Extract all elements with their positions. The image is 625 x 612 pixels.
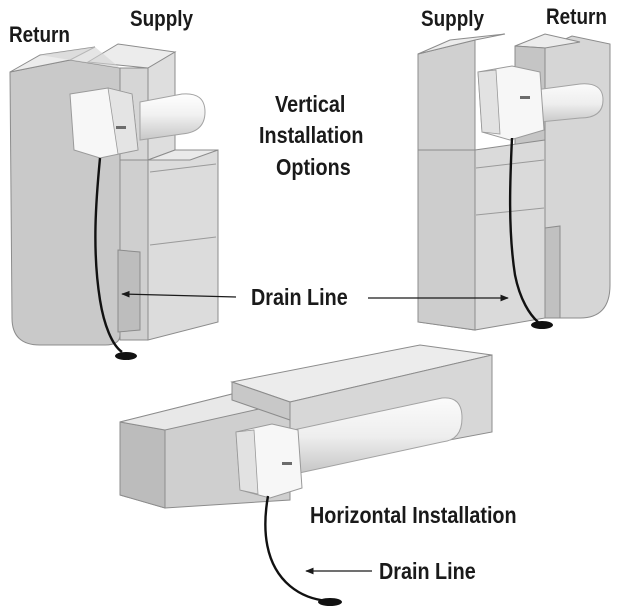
horizontal-installation-label: Horizontal Installation bbox=[310, 502, 517, 528]
right-drain-puddle bbox=[531, 321, 553, 329]
right-humidifier-unit bbox=[477, 65, 604, 141]
horizontal-humidifier-unit bbox=[235, 397, 463, 499]
right-supply-label: Supply bbox=[421, 6, 485, 31]
horizontal-drain-line bbox=[264, 495, 329, 603]
left-drain-line bbox=[94, 157, 123, 353]
left-drain-puddle bbox=[115, 352, 137, 360]
drain-line-label-bottom: Drain Line bbox=[379, 558, 476, 584]
right-drain-line bbox=[508, 137, 539, 323]
drain-line-label-top: Drain Line bbox=[251, 284, 348, 310]
left-return-label: Return bbox=[9, 22, 70, 47]
right-return-label: Return bbox=[546, 4, 607, 29]
vertical-title-line1: Vertical bbox=[275, 91, 346, 117]
left-humidifier-unit bbox=[69, 87, 206, 159]
horizontal-drain-puddle bbox=[318, 598, 342, 606]
drain-arrow-left bbox=[121, 290, 237, 298]
left-supply-label: Supply bbox=[130, 6, 194, 31]
vertical-title-line2: Installation bbox=[259, 122, 364, 148]
vertical-title-line3: Options bbox=[276, 154, 351, 180]
